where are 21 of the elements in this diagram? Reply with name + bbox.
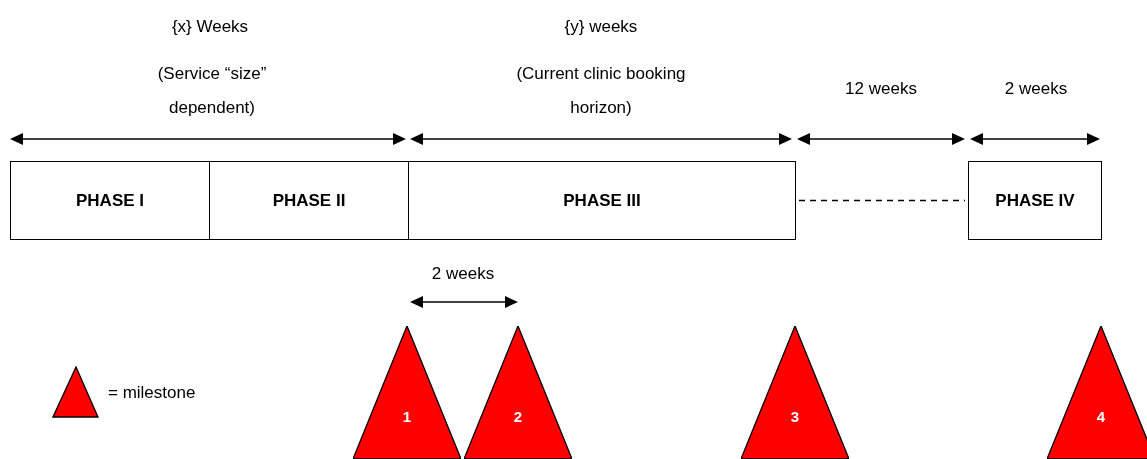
phase-label: PHASE IV	[995, 189, 1075, 212]
duration-label: {y} weeks	[563, 16, 639, 38]
duration-label: {x} Weeks	[170, 16, 250, 38]
phase-box	[408, 161, 796, 240]
phase-label: PHASE I	[76, 189, 144, 212]
duration-label: (Current clinic booking horizon)	[516, 63, 686, 119]
phase-label: PHASE II	[272, 189, 346, 212]
phase-box	[209, 161, 409, 240]
duration-label: 12 weeks	[844, 78, 918, 100]
milestone-number: 1	[402, 407, 412, 427]
milestone-number: 3	[790, 407, 800, 427]
milestone-number: 2	[513, 407, 523, 427]
legend-label: = milestone	[108, 381, 196, 404]
phase-box	[10, 161, 210, 240]
phase-label: PHASE III	[563, 189, 641, 212]
duration-label: (Service “size” dependent)	[156, 63, 268, 119]
duration-label: 2 weeks	[1003, 78, 1069, 100]
duration-label: 2 weeks	[430, 263, 496, 285]
dashed-connector	[798, 199, 966, 202]
phase-box	[968, 161, 1102, 240]
milestone-number: 4	[1096, 407, 1106, 427]
